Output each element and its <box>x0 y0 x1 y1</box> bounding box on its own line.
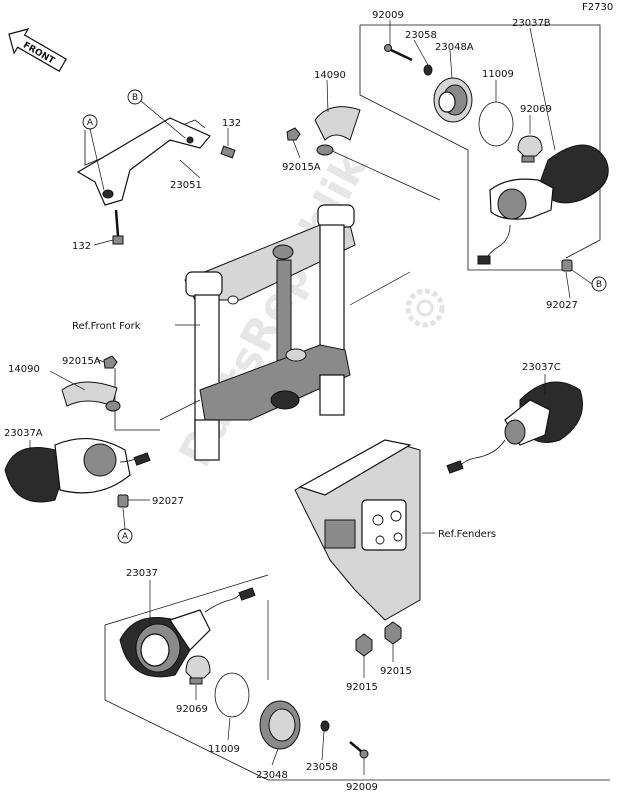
grommet-92027-right <box>561 259 573 272</box>
label-23037a: 23037A <box>4 428 43 439</box>
nut-92015-a <box>355 633 373 657</box>
ref-fenders: Ref.Fenders <box>438 529 496 540</box>
label-14090-left: 14090 <box>8 364 40 375</box>
label-23048a: 23048A <box>435 42 474 53</box>
nut-92015a-left <box>103 355 118 369</box>
turn-signal-23037 <box>119 587 256 678</box>
grommet-92027-left <box>117 494 129 508</box>
label-23058-bottom: 23058 <box>306 762 338 773</box>
label-92015-a: 92015 <box>346 682 378 693</box>
svg-text:A: A <box>122 532 129 542</box>
front-fork-assembly <box>159 204 411 461</box>
callout-b-right: B <box>591 276 607 292</box>
svg-text:B: B <box>132 93 138 103</box>
bolt-92009-bottom <box>349 741 369 759</box>
label-23037: 23037 <box>126 568 158 579</box>
fender-bracket <box>294 439 435 621</box>
label-23037c: 23037C <box>522 362 561 373</box>
front-arrow-icon: FRONT <box>8 28 68 73</box>
label-132-top: 132 <box>222 118 241 129</box>
label-92015-b: 92015 <box>380 666 412 677</box>
bracket-23051 <box>76 117 211 206</box>
nut-92015-b <box>384 621 402 645</box>
turn-signal-23037b <box>477 144 609 265</box>
group-frame-top-right <box>360 24 601 259</box>
label-14090-top: 14090 <box>314 70 346 81</box>
label-92069-top: 92069 <box>520 104 552 115</box>
label-23058-top: 23058 <box>405 30 437 41</box>
callout-a-bottom: A <box>117 528 133 544</box>
bolt-92009-top <box>384 44 413 62</box>
lens-23048 <box>259 700 301 750</box>
label-23037b: 23037B <box>512 18 551 29</box>
cover-14090-left <box>61 381 121 412</box>
grommet-23058-top <box>423 64 433 76</box>
bulb-92069-top <box>517 135 543 163</box>
group-frame-bottom <box>104 625 610 781</box>
bolt-132-top <box>220 145 236 159</box>
grommet-23058-bottom <box>320 720 330 732</box>
gasket-11009-bottom <box>214 672 250 718</box>
label-92015a-top: 92015A <box>282 162 321 173</box>
label-23048: 23048 <box>256 770 288 781</box>
label-23051: 23051 <box>170 180 202 191</box>
figure-id: F2730 <box>582 2 613 13</box>
label-92015a-left: 92015A <box>62 356 101 367</box>
svg-text:A: A <box>87 118 94 128</box>
label-92009-bottom: 92009 <box>346 782 378 793</box>
ref-front-fork: Ref.Front Fork <box>72 321 141 332</box>
label-92027-left: 92027 <box>152 496 184 507</box>
lens-23048a <box>433 77 473 123</box>
label-92027-right: 92027 <box>546 300 578 311</box>
label-11009-bottom: 11009 <box>208 744 240 755</box>
turn-signal-23037c <box>446 381 583 474</box>
bulb-92069-bottom <box>185 655 211 685</box>
label-11009-top: 11009 <box>482 69 514 80</box>
label-92009-top: 92009 <box>372 10 404 21</box>
callout-b-top: B <box>127 89 143 105</box>
gear-logo-icon <box>405 288 445 328</box>
cover-14090-top <box>314 106 361 156</box>
turn-signal-23037a <box>4 437 151 503</box>
label-92069-bottom: 92069 <box>176 704 208 715</box>
gasket-11009-top <box>478 101 514 147</box>
label-132-bottom: 132 <box>72 241 91 252</box>
bolt-132-bottom <box>112 209 124 245</box>
nut-92015a-top <box>286 127 301 141</box>
svg-text:B: B <box>596 280 602 290</box>
callout-a-top: A <box>82 114 98 130</box>
